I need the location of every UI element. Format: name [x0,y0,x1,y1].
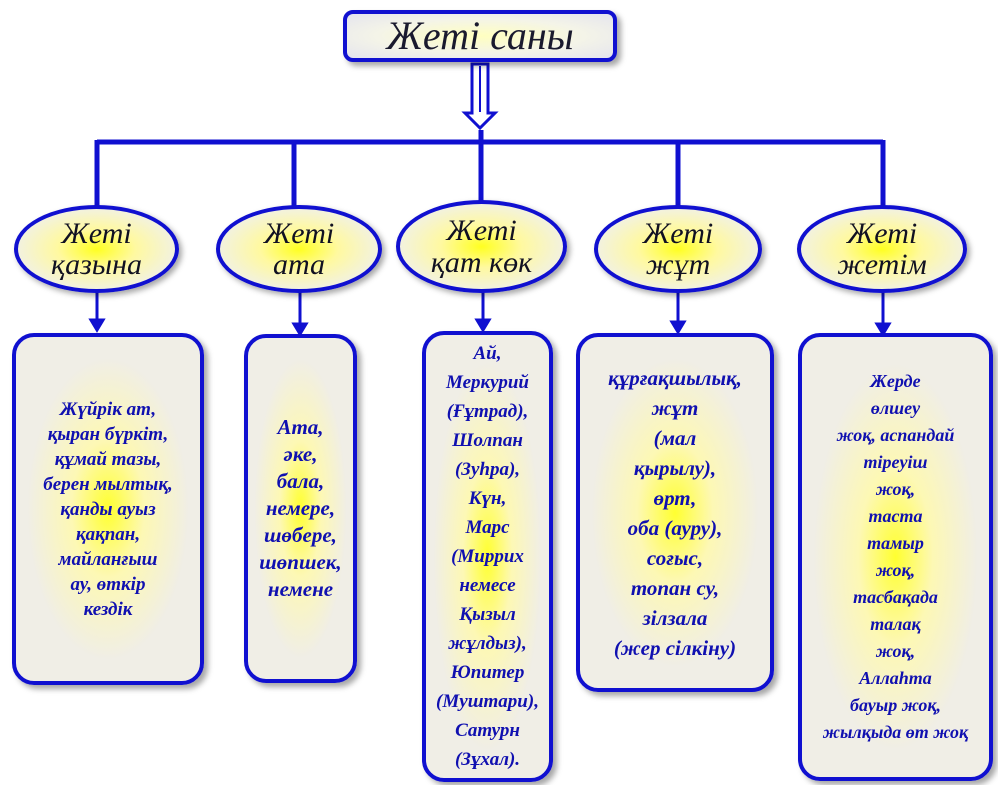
branch-heading-zhut: Жеті жұт [594,205,762,293]
branch-card-text: Ата, әке, бала, немере, шөбере, шөпшек, … [259,415,342,601]
branch-card-text: Жерде өлшеу жоқ, аспандай тіреуіш жоқ, т… [822,371,969,742]
branch-heading-ata: Жеті ата [216,205,382,293]
branch-heading-line1: Жеті [846,216,918,250]
branch-heading-line1: Жеті [61,216,132,250]
branch-heading-line1: Жеті [642,216,714,250]
branch-heading-line2: жұт [645,248,711,281]
branch-card-zhut: құрғақшылық, жұт (мал қырылу), өрт, оба … [576,333,774,692]
diagram-title-box: Жеті саны [343,10,617,62]
branch-card-text: Жүйрік ат, қыран бүркіт, құмай тазы, бер… [43,398,173,620]
branch-heading-kazyna: Жеті қазына [14,205,179,293]
diagram-title: Жеті саны [386,13,574,58]
branch-heading-zhetim: Жеті жетім [797,205,967,293]
branch-card-ata: Ата, әке, бала, немере, шөбере, шөпшек, … [244,334,357,683]
branch-heading-kat-kok: Жеті қат көк [396,200,567,293]
branch-heading-line2: қазына [51,248,142,281]
branch-heading-line2: ата [272,248,326,281]
branch-card-zhetim: Жерде өлшеу жоқ, аспандай тіреуіш жоқ, т… [798,333,993,781]
down-arrow-icon [461,62,499,131]
branch-heading-line1: Жеті [446,214,517,247]
branch-card-kat-kok: Ай, Меркурий (Ғұтрад), Шолпан (Зуһра), К… [422,331,553,782]
branch-heading-line2: қат көк [430,245,533,279]
branch-card-text: Ай, Меркурий (Ғұтрад), Шолпан (Зуһра), К… [436,343,539,770]
branch-card-kazyna: Жүйрік ат, қыран бүркіт, құмай тазы, бер… [12,333,204,685]
branch-heading-line2: жетім [837,248,927,281]
branch-card-text: құрғақшылық, жұт (мал қырылу), өрт, оба … [608,365,742,660]
branch-heading-line1: Жеті [263,216,335,250]
